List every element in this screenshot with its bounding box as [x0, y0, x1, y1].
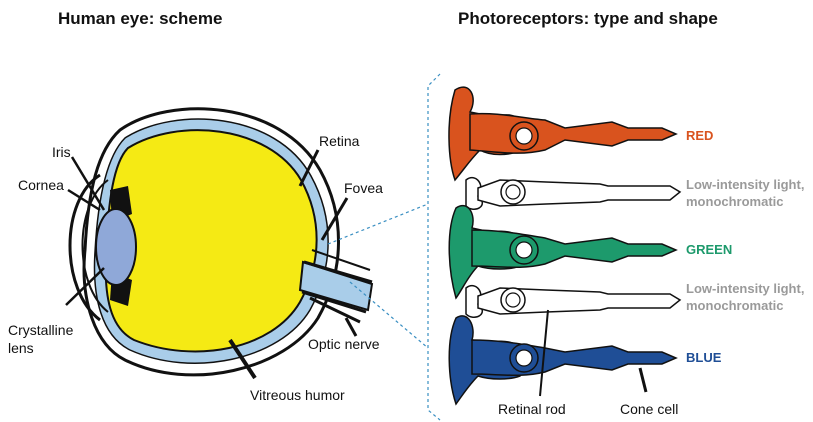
label-cone-cell: Cone cell [620, 401, 678, 417]
red-cone [449, 87, 676, 180]
receptor-label-rod2-line1: Low-intensity light, [686, 281, 804, 296]
label-crystalline-lens-line2: lens [8, 340, 34, 356]
receptor-label-blue: BLUE [686, 350, 722, 365]
rod-1 [466, 178, 680, 210]
label-optic-nerve: Optic nerve [308, 336, 380, 352]
lens-shape [96, 209, 136, 285]
label-iris: Iris [52, 144, 71, 160]
vitreous-body [106, 130, 317, 351]
label-retina: Retina [319, 133, 360, 149]
right-title: Photoreceptors: type and shape [458, 9, 718, 28]
green-cone [449, 206, 676, 298]
label-retinal-rod: Retinal rod [498, 401, 566, 417]
receptor-label-rod1-line1: Low-intensity light, [686, 177, 804, 192]
photoreceptors [428, 74, 680, 420]
label-crystalline-lens-line1: Crystalline [8, 322, 74, 338]
receptor-label-rod1-line2: monochromatic [686, 194, 784, 209]
left-title: Human eye: scheme [58, 9, 222, 28]
blue-cone [449, 316, 676, 404]
label-vitreous-humor: Vitreous humor [250, 387, 345, 403]
rod-2 [466, 286, 680, 318]
label-cornea: Cornea [18, 177, 64, 193]
receptor-label-red: RED [686, 128, 713, 143]
label-fovea: Fovea [344, 180, 383, 196]
receptor-label-rod2-line2: monochromatic [686, 298, 784, 313]
receptor-label-green: GREEN [686, 242, 732, 257]
